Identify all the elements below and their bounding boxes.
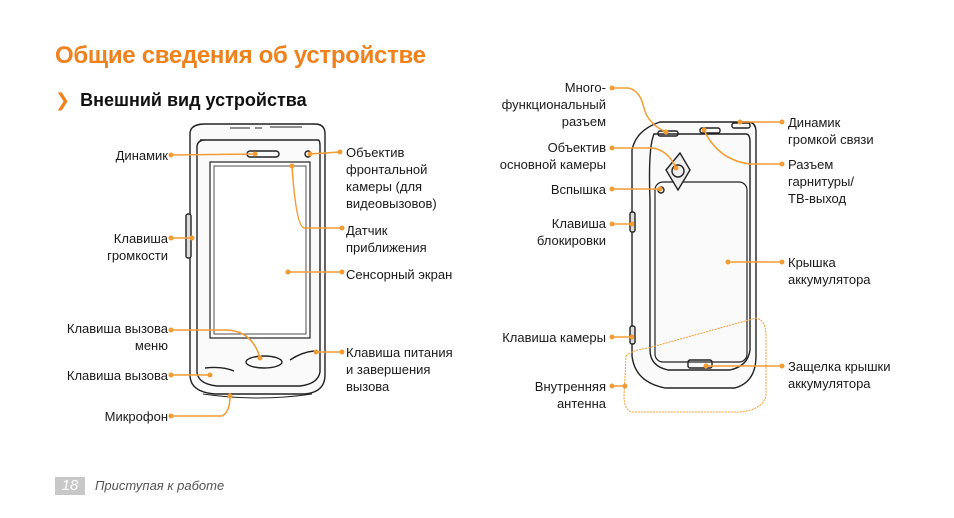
label-headset-jack: Разъем гарнитуры/ ТВ-выход <box>788 157 854 206</box>
section-title: Внешний вид устройства <box>80 90 307 110</box>
front-pointer-dots <box>168 149 345 419</box>
page-number: 18 <box>55 477 85 495</box>
chevron-right-icon: ❯ <box>55 90 71 110</box>
label-lock-key: Клавиша блокировки <box>536 216 606 248</box>
label-front-camera: Объектив фронтальной камеры (для видеовы… <box>346 145 437 211</box>
label-internal-antenna: Внутренняя антенна <box>534 379 606 411</box>
label-camera-key: Клавиша камеры <box>502 330 606 345</box>
label-menu-key: Клавиша вызова меню <box>66 321 168 353</box>
label-multi-connector: Много- функциональный разъем <box>501 80 606 129</box>
page-title: Общие сведения об устройстве <box>55 42 426 69</box>
label-speaker: Динамик <box>115 148 168 163</box>
label-loudspeaker: Динамик громкой связи <box>788 115 874 147</box>
label-flash: Вспышка <box>550 182 606 197</box>
front-phone-illustration <box>185 123 326 399</box>
label-call-key: Клавиша вызова <box>66 368 168 383</box>
label-battery-cover: Крышка аккумулятора <box>788 255 871 287</box>
label-proximity-sensor: Датчик приближения <box>346 223 427 255</box>
front-pointer-lines <box>170 151 342 417</box>
label-cover-latch: Защелка крышки аккумулятора <box>788 359 891 391</box>
label-volume-key: Клавиша громкости <box>107 231 168 263</box>
label-touchscreen: Сенсорный экран <box>346 267 453 282</box>
back-pointer-lines <box>612 87 782 387</box>
label-microphone: Микрофон <box>104 409 168 424</box>
label-power-key: Клавиша питания и завершения вызова <box>346 345 453 394</box>
antenna-region-outline <box>623 317 767 413</box>
footer-chapter: Приступая к работе <box>95 478 225 493</box>
section-heading: ❯ Внешний вид устройства <box>55 90 307 111</box>
label-main-camera: Объектив основной камеры <box>499 140 606 172</box>
back-pointer-dots <box>609 85 785 389</box>
